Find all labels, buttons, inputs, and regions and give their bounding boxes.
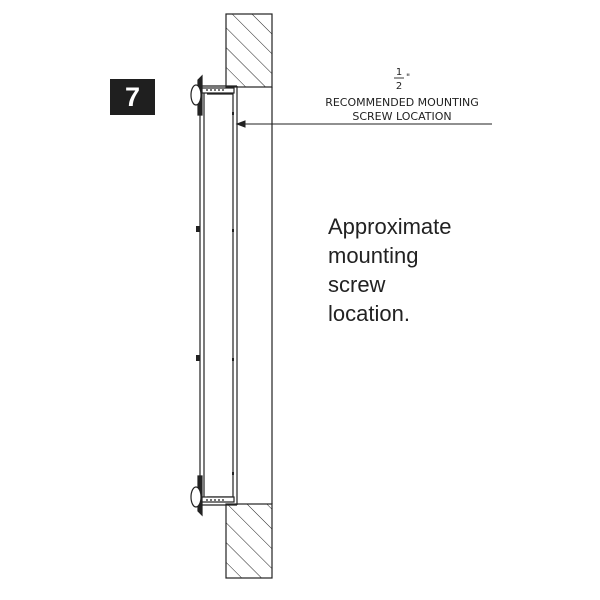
wall-section-bottom — [225, 503, 273, 579]
callout-line-1: RECOMMENDED MOUNTING — [325, 96, 479, 109]
note-line: location. — [328, 301, 410, 326]
note-line: mounting — [328, 243, 419, 268]
approximate-location-note: Approximate mounting screw location. — [328, 212, 528, 328]
screw-hole-marks — [232, 112, 234, 475]
side-clip-upper — [196, 226, 200, 232]
note-line: Approximate — [328, 214, 452, 239]
fraction-unit: " — [406, 73, 410, 83]
fraction-numerator: 1 — [396, 67, 402, 78]
cabinet-profile — [199, 85, 238, 506]
step-number-badge: 7 — [110, 79, 155, 115]
side-clip-lower — [196, 355, 200, 361]
bottom-flange — [190, 475, 235, 517]
callout-leader — [235, 120, 492, 128]
wall-section-top — [225, 13, 273, 88]
top-flange — [190, 74, 235, 116]
callout-line-2: SCREW LOCATION — [352, 110, 451, 123]
fraction-denominator: 2 — [396, 81, 402, 92]
note-line: screw — [328, 272, 386, 297]
